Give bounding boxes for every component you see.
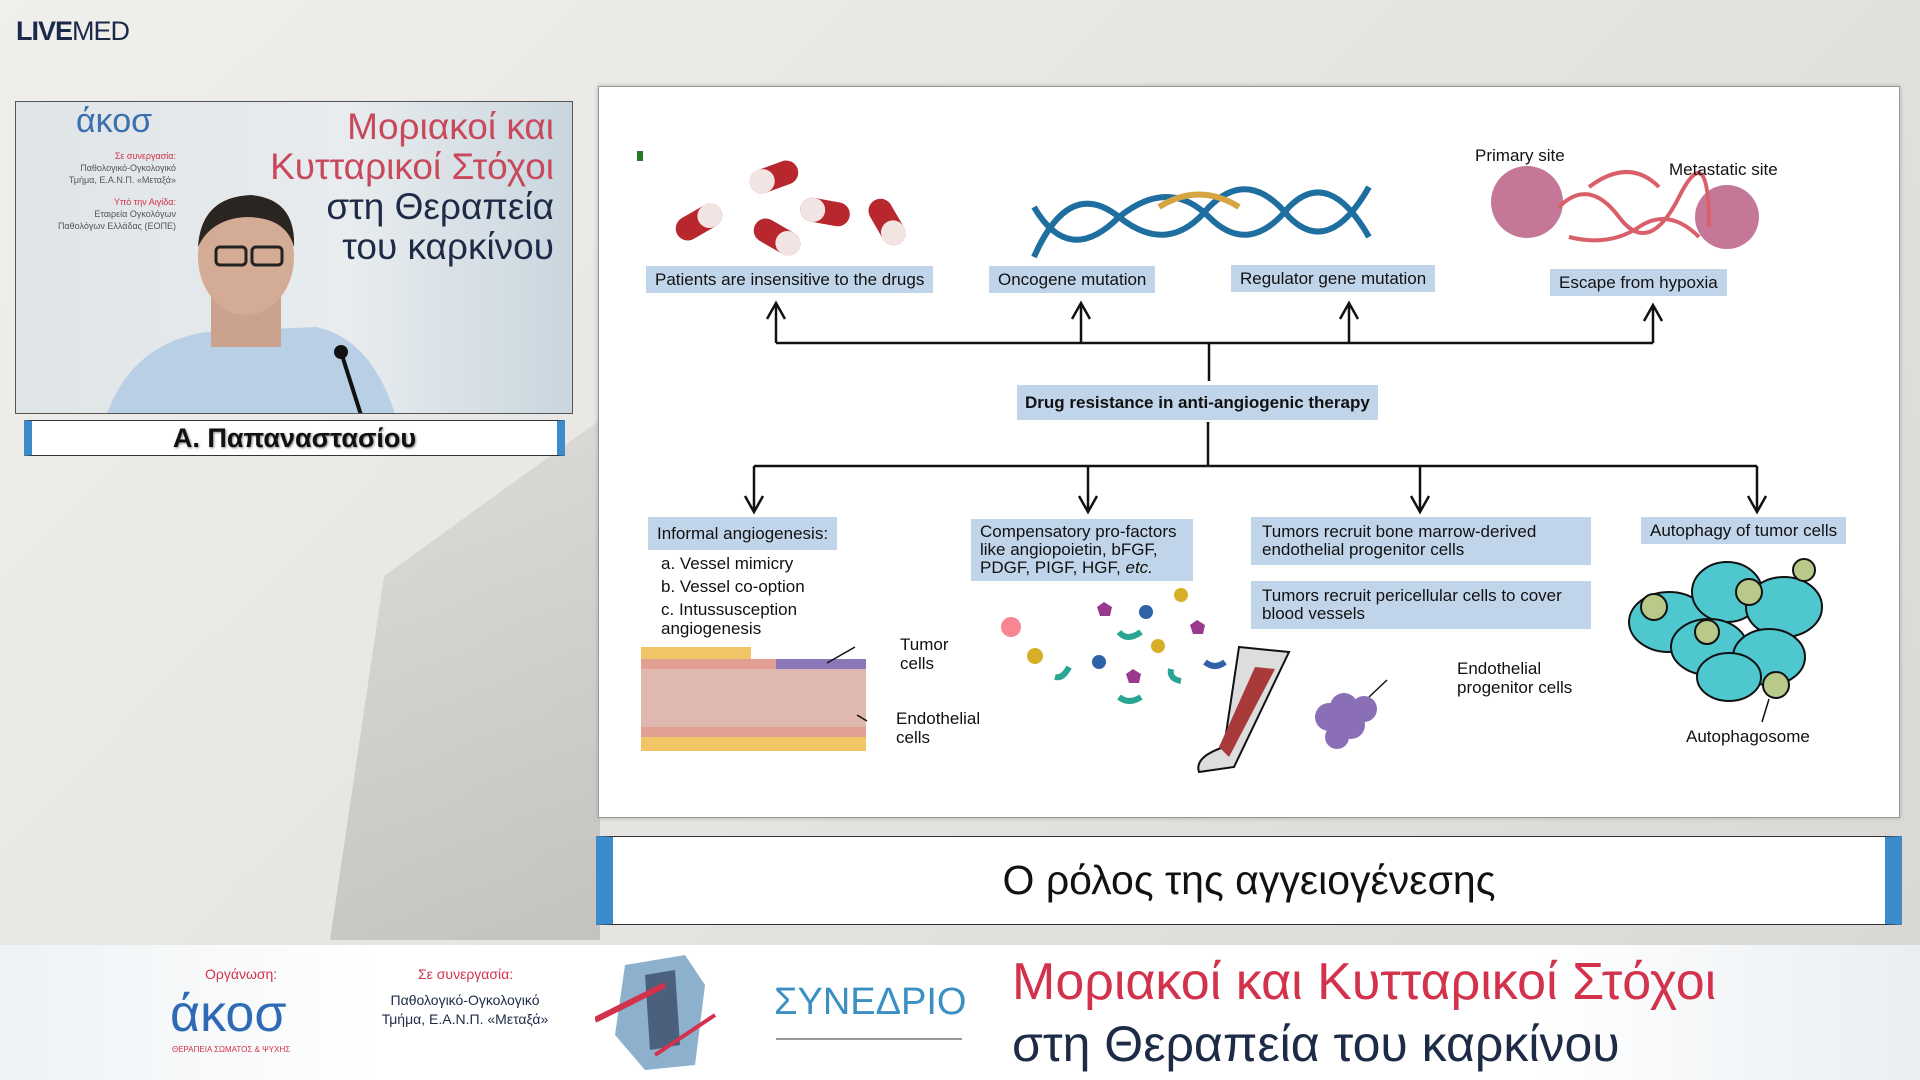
congress-graphic [595, 955, 717, 1070]
banner-title-line-1: Μοριακοί και Κυτταρικοί Στόχοι [1012, 953, 1717, 1011]
informal-item: b. Vessel co-option [661, 577, 805, 596]
slide-title: Ο ρόλος της αγγειογένεσης [1002, 857, 1496, 903]
backdrop-partner-label: Σε συνεργασία: [114, 151, 176, 161]
label-autophagosome: Autophagosome [1686, 727, 1810, 746]
informal-item: c. Intussusception angiogenesis [661, 600, 798, 638]
box-drug-resistance: Drug resistance in anti-angiogenic thera… [1017, 385, 1378, 420]
box-autophagy: Autophagy of tumor cells [1641, 517, 1847, 544]
logo-light: MED [72, 16, 130, 46]
backdrop-title-3: στη Θεραπεία [326, 186, 554, 227]
backdrop-partner: Παθολογικό-Ογκολογικό Τμήμα, Ε.Α.Ν.Π. «Μ… [68, 163, 176, 185]
akos-logo: άκοσ [170, 985, 287, 1043]
background-decoration [330, 420, 600, 940]
label-primary-site: Primary site [1475, 146, 1565, 165]
presentation-slide: Patients are insensitive to the drugs On… [598, 86, 1900, 818]
backdrop-title-2: Κυτταρικοί Στόχοι [270, 146, 554, 187]
slide-title-bar: Ο ρόλος της αγγειογένεσης [596, 836, 1902, 925]
informal-list: a. Vessel mimicry b. Vessel co-option c.… [661, 554, 831, 638]
box-regulator: Regulator gene mutation [1231, 265, 1436, 292]
compensatory-etc: etc. [1125, 558, 1153, 577]
box-compensatory: Compensatory pro-factors like angiopoiet… [971, 519, 1193, 581]
hypoxia-vessel-illustration [1491, 166, 1759, 249]
akos-logo-sub: ΘΕΡΑΠΕΙΑ ΣΩΜΑΤΟΣ & ΨΥΧΗΣ [172, 1045, 291, 1054]
box-oncogene: Oncogene mutation [989, 266, 1156, 293]
backdrop-aegis-label: Υπό την Αιγίδα: [114, 197, 176, 207]
speaker-figure [107, 195, 395, 413]
label-metastatic-site: Metastatic site [1669, 160, 1778, 179]
backdrop-aegis: Εταιρεία Ογκολόγων Παθολόγων Ελλάδας (ΕΟ… [57, 209, 176, 231]
livemed-logo: LIVEMED [16, 16, 130, 47]
label-endothelial-cells: Endothelial cells [896, 709, 981, 747]
vessel-illustration [641, 646, 868, 751]
backdrop-title-1: Μοριακοί και [347, 106, 554, 147]
box-hypoxia: Escape from hypoxia [1550, 269, 1727, 296]
bone-marrow-illustration [1197, 645, 1388, 774]
speaker-name-bar: Α. Παπαναστασίου [24, 420, 565, 456]
org-label: Οργάνωση: [205, 966, 278, 982]
informal-item: a. Vessel mimicry [661, 554, 794, 573]
pro-factors-illustration [1001, 588, 1227, 704]
box-pericellular: Tumors recruit pericellular cells to cov… [1251, 581, 1591, 629]
speaker-name: Α. Παπαναστασίου [172, 423, 417, 453]
banner-title-line-2: στη Θεραπεία του καρκίνου [1012, 1016, 1620, 1072]
backdrop-title-4: του καρκίνου [342, 226, 554, 267]
partner-line-1: Παθολογικό-Ογκολογικό [390, 992, 540, 1008]
event-banner: Οργάνωση: άκοσ ΘΕΡΑΠΕΙΑ ΣΩΜΑΤΟΣ & ΨΥΧΗΣ … [0, 945, 1920, 1080]
speaker-video: άκοσ Σε συνεργασία: Παθολογικό-Ογκολογικ… [15, 101, 573, 414]
partner-line-2: Τμήμα, Ε.Α.Ν.Π. «Μεταξά» [381, 1011, 549, 1027]
label-tumor-cells: Tumor cells [900, 635, 949, 673]
autophagy-cells-illustration [1628, 558, 1823, 723]
backdrop-logo: άκοσ [76, 102, 153, 140]
diagram-connectors [637, 151, 1823, 774]
congress-underline [776, 1038, 962, 1040]
box-informal: Informal angiogenesis: [648, 517, 838, 550]
label-endothelial-progenitor: Endothelial progenitor cells [1457, 659, 1573, 697]
box-bone-marrow: Tumors recruit bone marrow-derived endot… [1251, 517, 1591, 565]
compensatory-text: Compensatory pro-factors like angiopoiet… [980, 522, 1177, 577]
dna-helix-illustration [1031, 185, 1372, 259]
box-insensitive: Patients are insensitive to the drugs [646, 266, 934, 293]
congress-label: ΣΥΝΕΔΡΙΟ [774, 981, 967, 1023]
logo-bold: LIVE [16, 16, 73, 46]
drug-capsules-illustration [675, 160, 906, 256]
partner-label: Σε συνεργασία: [418, 966, 514, 982]
